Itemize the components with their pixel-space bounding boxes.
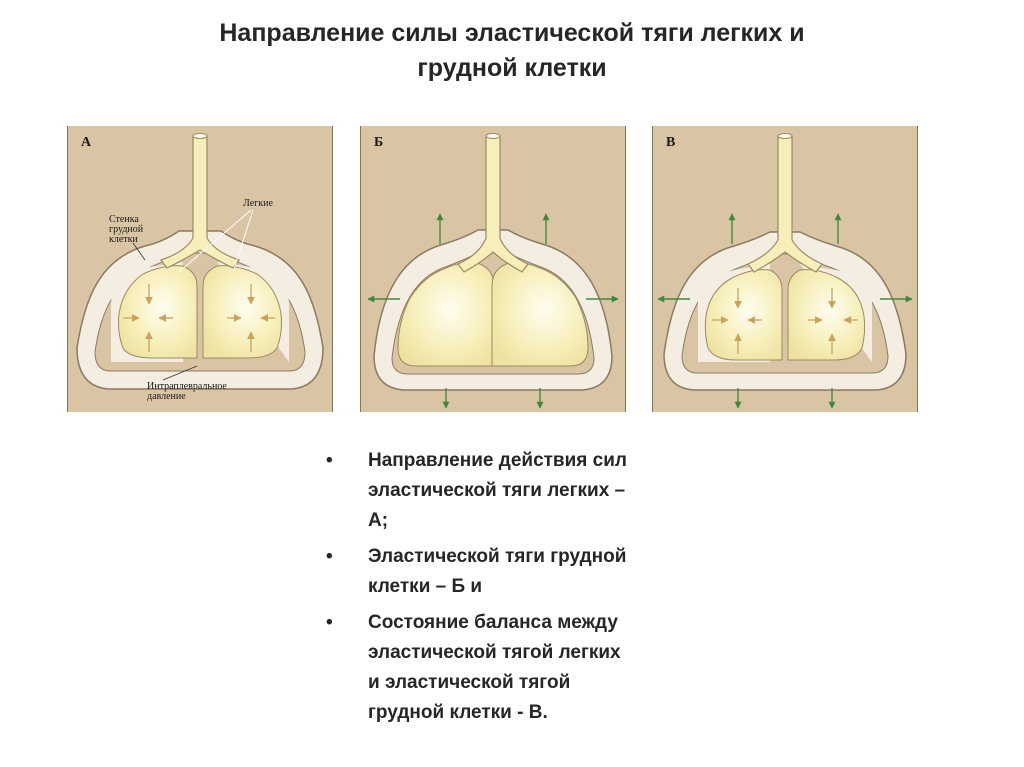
bullet-item: • Эластической тяги грудной клетки – Б и	[326, 542, 726, 602]
label-lungs: Легкие	[243, 198, 273, 209]
panel-letter: Б	[374, 135, 383, 150]
bullet-dot: •	[326, 608, 333, 638]
panel-b: Б	[360, 126, 626, 412]
panel-letter: В	[666, 135, 675, 150]
panel-a: А Стенка грудной	[67, 126, 333, 412]
svg-text:клетки: клетки	[109, 234, 139, 245]
label-pressure: Интраплевральное давление	[147, 381, 227, 402]
bullet-item: • Направление действия сил эластической …	[326, 446, 726, 536]
slide-title: Направление силы эластической тяги легки…	[80, 16, 944, 86]
title-line-2: грудной клетки	[80, 51, 944, 86]
label-chest-wall: Стенка грудной клетки	[109, 214, 144, 245]
bullet-item: • Состояние баланса между эластической т…	[326, 608, 726, 728]
bullet-dot: •	[326, 542, 333, 572]
title-line-1: Направление силы эластической тяги легки…	[80, 16, 944, 51]
svg-text:давление: давление	[147, 391, 186, 402]
bullet-dot: •	[326, 446, 333, 476]
panel-v: В	[652, 126, 918, 412]
bullet-list: • Направление действия сил эластической …	[326, 446, 726, 734]
panel-letter: А	[81, 135, 92, 150]
